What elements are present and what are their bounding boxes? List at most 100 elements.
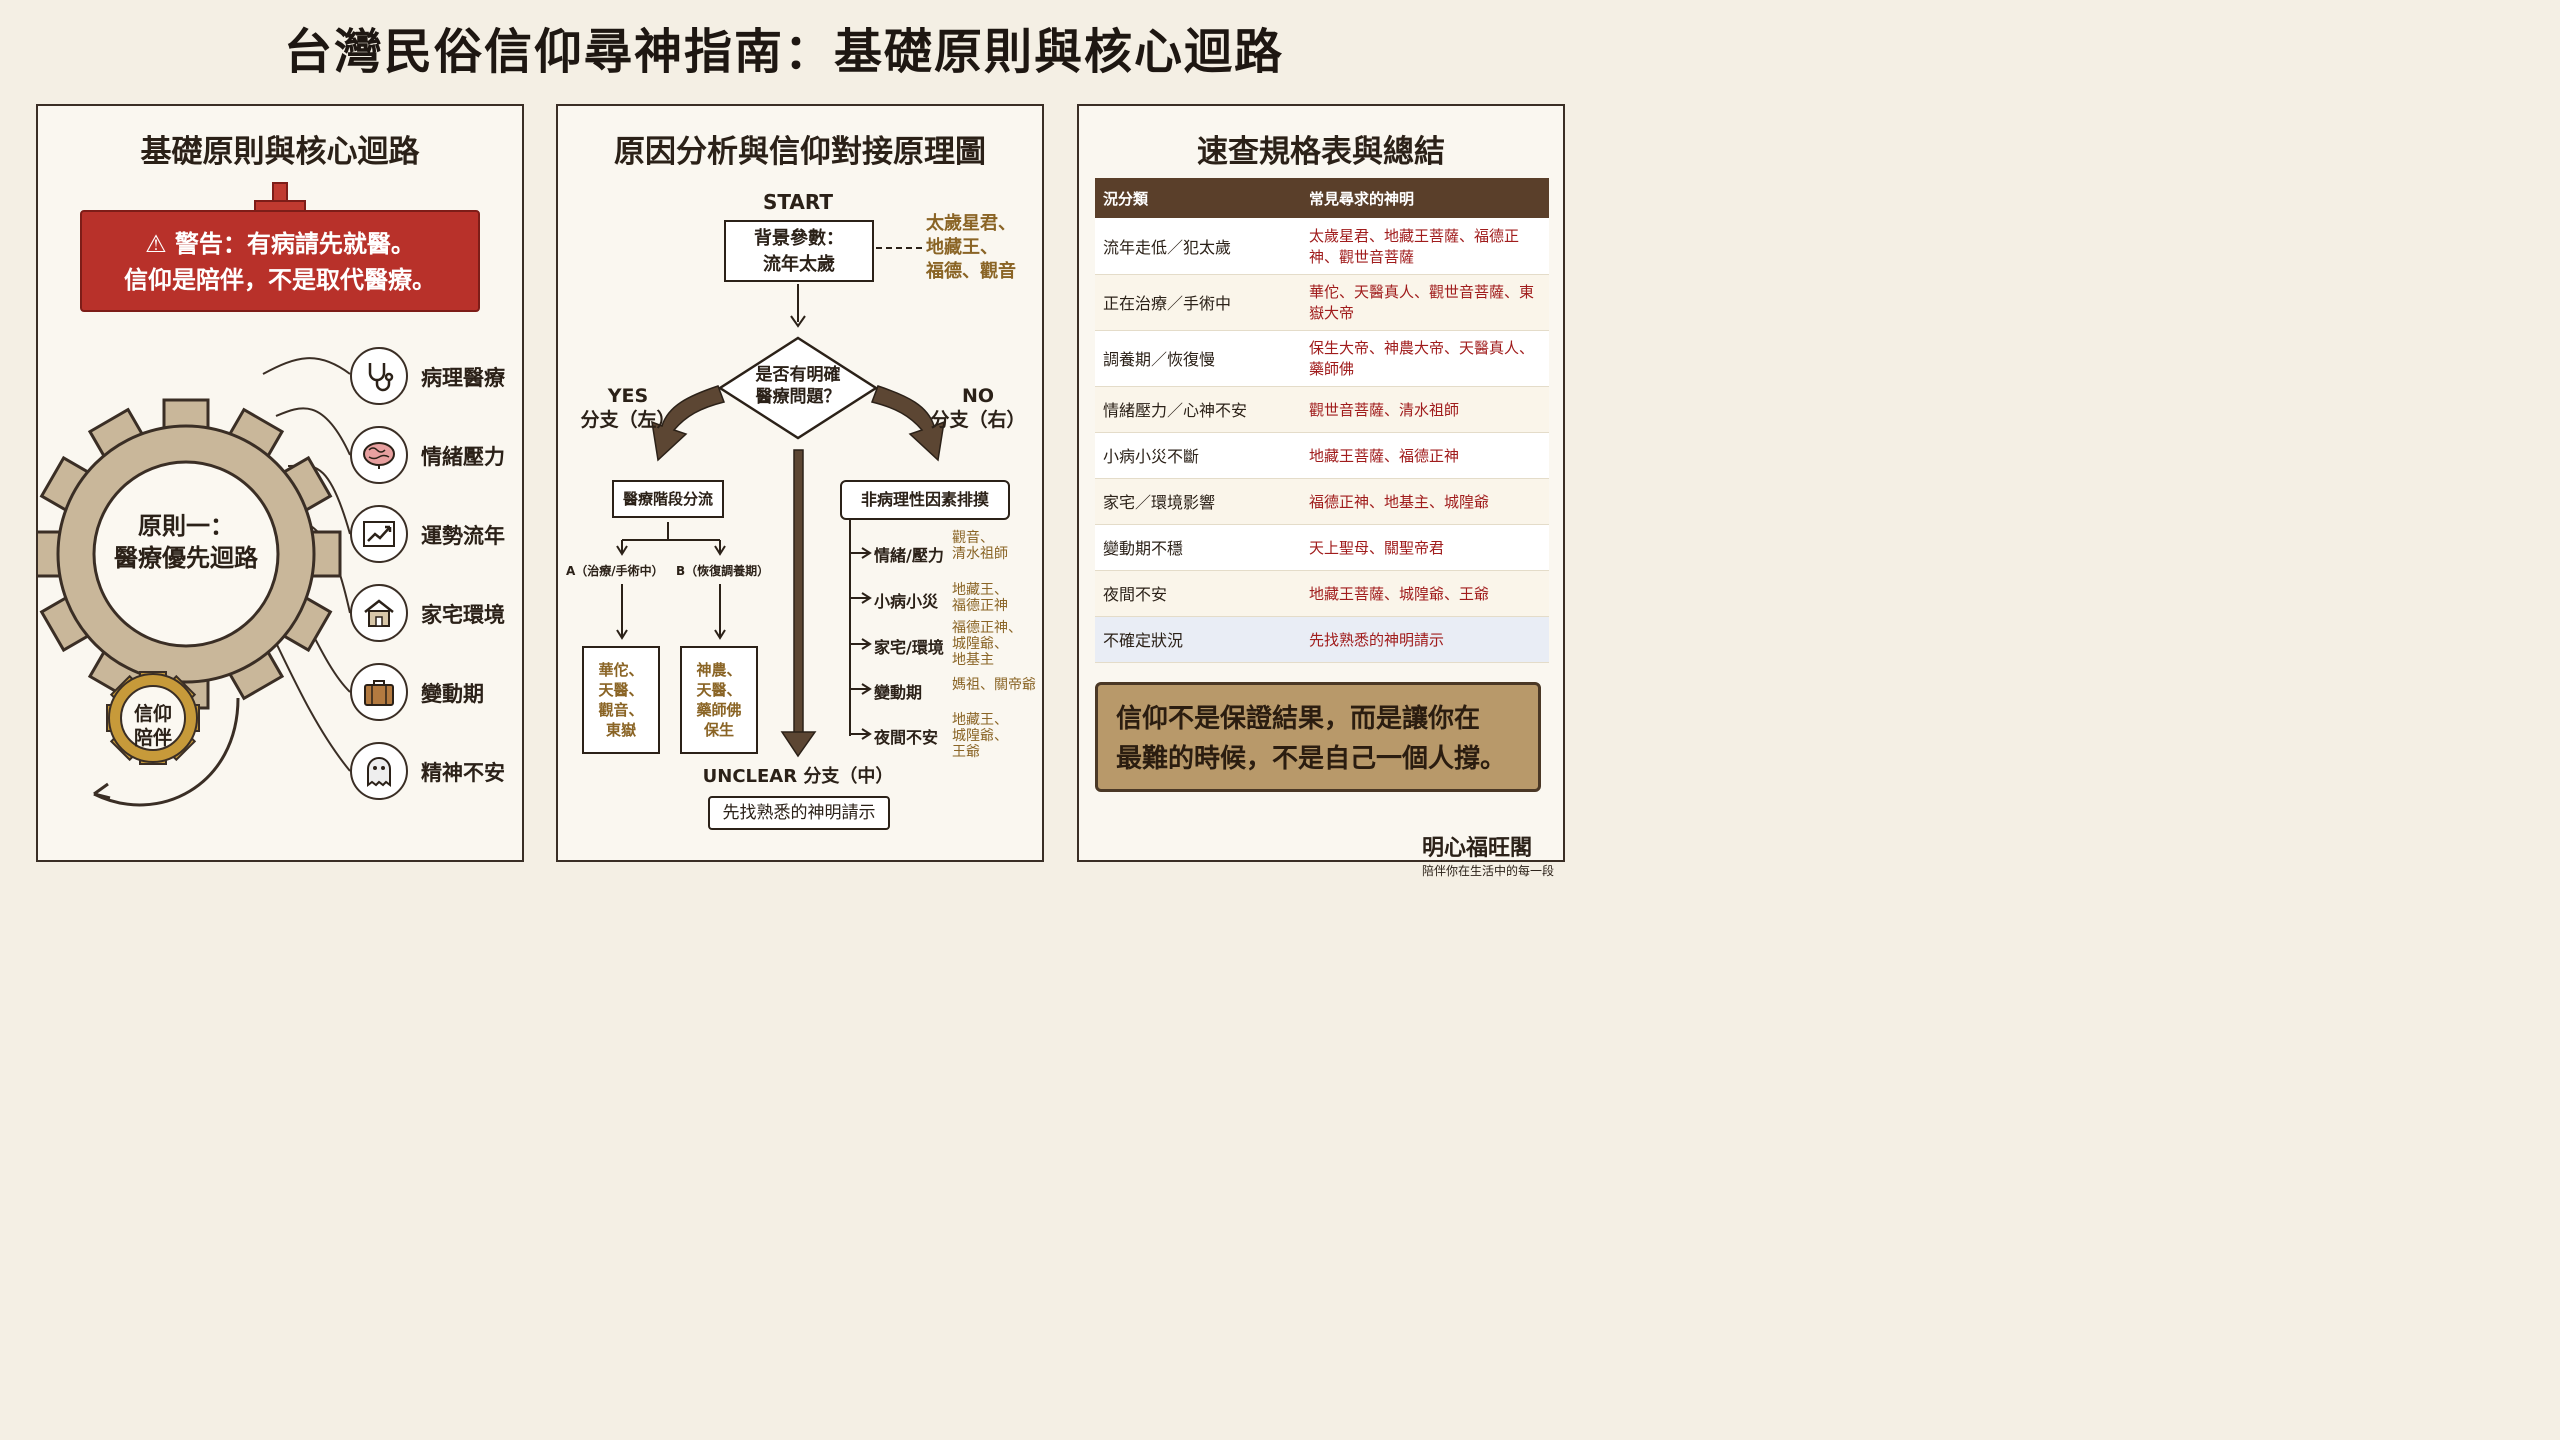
house-icon (350, 584, 408, 642)
b-god-2: 天醫、 (696, 681, 742, 699)
branch-b-gods-box: 神農、 天醫、 藥師佛 保生 (680, 646, 758, 754)
spec-table: 況分類 常見尋求的神明 流年走低／犯太歲 太歲星君、地藏王菩薩、福德正神、觀世音… (1095, 178, 1549, 663)
main-gear-line-1: 原則一： (138, 512, 234, 540)
spec-table-wrap: 況分類 常見尋求的神明 流年走低／犯太歲 太歲星君、地藏王菩薩、福德正神、觀世音… (1095, 178, 1549, 663)
gods-cell: 太歲星君、地藏王菩薩、福德正神、觀世音菩薩 (1301, 218, 1549, 275)
table-row: 流年走低／犯太歲 太歲星君、地藏王菩薩、福德正神、觀世音菩薩 (1095, 218, 1549, 275)
table-row: 夜間不安 地藏王菩薩、城隍爺、王爺 (1095, 570, 1549, 617)
situation-cell: 情緒壓力／心神不安 (1095, 386, 1301, 433)
panel-quick-reference: 速查規格表與總結 況分類 常見尋求的神明 流年走低／犯太歲 太歲星君、地藏王菩薩… (1077, 104, 1565, 862)
factor-god: 媽祖、關帝爺 (952, 677, 1036, 693)
item-label-spirit: 精神不安 (421, 761, 505, 785)
warning-banner: ⚠ 警告：有病請先就醫。 信仰是陪伴，不是取代醫療。 (80, 210, 480, 312)
gods-cell: 華佗、天醫真人、觀世音菩薩、東嶽大帝 (1301, 274, 1549, 331)
brand-tagline: 陪伴你在生活中的每一段 (1422, 864, 1555, 878)
branch-b-label: B（恢復調養期） (676, 564, 770, 578)
factor-gods: 觀音、 清水祖師 (952, 530, 1008, 562)
factor-god: 地藏王、 (952, 582, 1008, 598)
a-god-4: 東嶽 (605, 721, 636, 739)
main-gear-shape (38, 398, 342, 710)
table-row: 不確定狀況 先找熟悉的神明請示 (1095, 616, 1549, 663)
gods-cell: 觀世音菩薩、清水祖師 (1301, 386, 1549, 433)
start-label: START (762, 190, 834, 214)
no-branch-label: NO 分支（右） (928, 384, 1028, 432)
b-god-4: 保生 (703, 721, 734, 739)
table-row: 家宅／環境影響 福德正神、地基主、城隍爺 (1095, 478, 1549, 525)
branch-a-label: A（治療/手術中） (566, 564, 664, 578)
factor-gods: 媽祖、關帝爺 (952, 677, 1036, 693)
table-row: 情緒壓力／心神不安 觀世音菩薩、清水祖師 (1095, 386, 1549, 433)
factor-label: 變動期 (874, 683, 923, 702)
summary-quote: 信仰不是保證結果，而是讓你在 最難的時候，不是自己一個人撐。 (1095, 682, 1541, 792)
factor-god: 城隍爺、 (952, 636, 1008, 652)
panel-heading: 基礎原則與核心迴路 (140, 134, 420, 170)
factor-label: 情緒/壓力 (874, 546, 944, 565)
bg-gods-line-1: 太歲星君、 (926, 213, 1016, 234)
small-gear-shape (106, 671, 200, 765)
factor-gods: 福德正神、 城隍爺、 地基主 (952, 620, 1022, 668)
b-god-1: 神農、 (696, 661, 742, 679)
bg-gods-line-2: 地藏王、 (926, 237, 998, 258)
decision-label: 是否有明確 醫療問題？ (738, 364, 858, 408)
b-god-3: 藥師佛 (696, 701, 742, 719)
factor-god: 地藏王、 (952, 712, 1008, 728)
suitcase-icon (350, 663, 408, 721)
small-gear-line-2: 陪伴 (133, 727, 172, 749)
warning-line-1: ⚠ 警告：有病請先就醫。 (145, 230, 415, 258)
ghost-icon (350, 742, 408, 800)
decision-line-1: 是否有明確 (755, 365, 841, 385)
panel-basic-principles: 基礎原則與核心迴路 (36, 104, 524, 862)
table-row: 調養期／恢復慢 保生大帝、神農大帝、天醫真人、藥師佛 (1095, 330, 1549, 387)
factor-label: 夜間不安 (874, 728, 939, 747)
table-row: 變動期不穩 天上聖母、關聖帝君 (1095, 524, 1549, 571)
brain-icon (350, 426, 408, 484)
column-header-situation: 況分類 (1095, 178, 1301, 218)
panel-heading: 速查規格表與總結 (1197, 134, 1445, 170)
page-title: 台灣民俗信仰尋神指南：基礎原則與核心迴路 (283, 24, 1284, 80)
unclear-action-box: 先找熟悉的神明請示 (708, 796, 890, 830)
yes-branch-label: YES 分支（左） (578, 384, 678, 432)
factor-god: 清水祖師 (952, 546, 1008, 562)
warning-line-2: 信仰是陪伴，不是取代醫療。 (124, 266, 436, 294)
gods-cell: 福德正神、地基主、城隍爺 (1301, 478, 1549, 525)
situation-cell: 調養期／恢復慢 (1095, 330, 1301, 387)
medical-stage-box: 醫療階段分流 (612, 480, 724, 518)
factor-gods: 地藏王、 福德正神 (952, 582, 1008, 614)
situation-cell: 家宅／環境影響 (1095, 478, 1301, 525)
unclear-branch-label: UNCLEAR 分支（中） (702, 766, 894, 787)
small-gear-label: 信仰 陪伴 (123, 702, 183, 750)
decision-line-2: 醫療問題？ (755, 387, 841, 407)
yes-line-2: 分支（左） (580, 409, 676, 431)
small-gear-line-1: 信仰 (133, 703, 172, 725)
item-label-change: 變動期 (421, 682, 484, 706)
factor-label: 小病小災 (874, 592, 939, 611)
trend-chart-icon (350, 505, 408, 563)
stethoscope-icon (350, 347, 408, 405)
gods-cell: 地藏王菩薩、福德正神 (1301, 432, 1549, 479)
situation-cell: 不確定狀況 (1095, 616, 1301, 663)
background-parameter-box: 背景參數： 流年太歲 (724, 220, 874, 282)
factor-label: 家宅/環境 (874, 638, 944, 657)
no-line-2: 分支（右） (930, 409, 1026, 431)
situation-cell: 小病小災不斷 (1095, 432, 1301, 479)
flowchart-connectors (616, 247, 945, 758)
no-line-1: NO (961, 385, 995, 407)
a-god-1: 華佗、 (598, 661, 644, 679)
situation-cell: 夜間不安 (1095, 570, 1301, 617)
column-header-gods: 常見尋求的神明 (1301, 178, 1549, 218)
non-pathological-box: 非病理性因素排摸 (840, 480, 1010, 520)
a-god-2: 天醫、 (598, 681, 644, 699)
quote-line-1: 信仰不是保證結果，而是讓你在 (1116, 704, 1481, 734)
main-gear-line-2: 醫療優先迴路 (114, 544, 258, 572)
factor-god: 地基主 (952, 652, 994, 668)
gods-cell: 先找熟悉的神明請示 (1301, 616, 1549, 663)
bg-line-1: 背景參數： (754, 228, 844, 249)
branch-a-gods-box: 華佗、 天醫、 觀音、 東嶽 (582, 646, 660, 754)
gods-cell: 地藏王菩薩、城隍爺、王爺 (1301, 570, 1549, 617)
table-row: 小病小災不斷 地藏王菩薩、福德正神 (1095, 432, 1549, 479)
panel-flowchart: 原因分析與信仰對接原理圖 START (556, 104, 1044, 862)
quote-line-2: 最難的時候，不是自己一個人撐。 (1116, 744, 1507, 774)
factor-god: 城隍爺、 (952, 728, 1008, 744)
table-header-row: 況分類 常見尋求的神明 (1095, 178, 1549, 218)
factor-gods: 地藏王、 城隍爺、 王爺 (952, 712, 1008, 760)
